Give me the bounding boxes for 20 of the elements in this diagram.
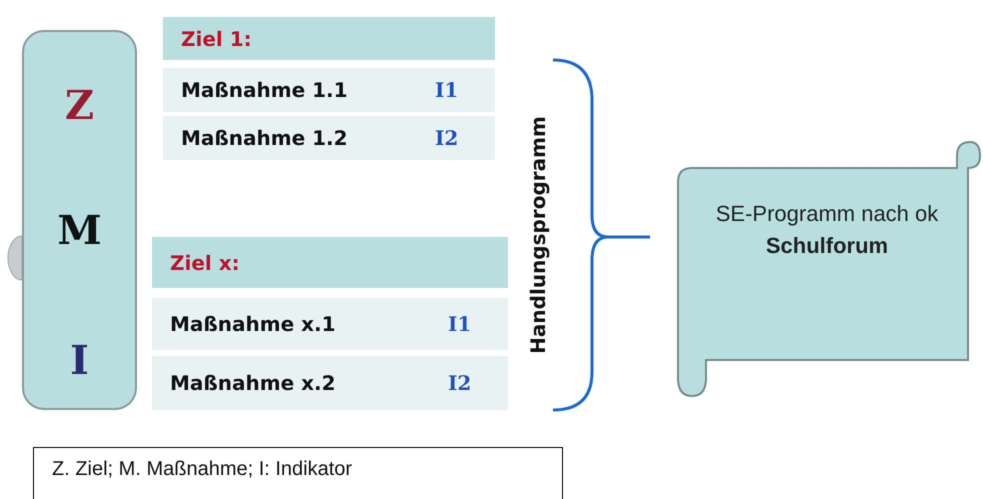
panel-letter: I: [69, 337, 90, 384]
legend-text: Z. Ziel; M. Maßnahme; I: Indikator: [52, 458, 352, 481]
indicator-code: I1: [435, 78, 458, 102]
indicator-code: I1: [448, 312, 472, 336]
goal-header: [163, 17, 495, 60]
panel-letter: Z: [64, 82, 96, 129]
measure-text: Maßnahme 1.1: [181, 78, 348, 102]
goal-header: [152, 237, 508, 288]
measure-text: Maßnahme 1.2: [181, 126, 348, 150]
legend-box: [33, 447, 563, 499]
panel-letter: M: [56, 207, 103, 254]
indicator-code: I2: [435, 126, 458, 150]
indicator-code: I2: [448, 371, 472, 395]
measure-text: Maßnahme x.1: [170, 312, 336, 336]
goal-title: Ziel x:: [170, 250, 240, 274]
rounded-panel: [22, 30, 137, 410]
measure-text: Maßnahme x.2: [170, 371, 336, 395]
goal-title: Ziel 1:: [181, 26, 252, 50]
scroll-text: SE-Programm nach ok Schulforum: [714, 200, 940, 260]
vertical-label: Handlungsprogramm: [526, 116, 550, 354]
